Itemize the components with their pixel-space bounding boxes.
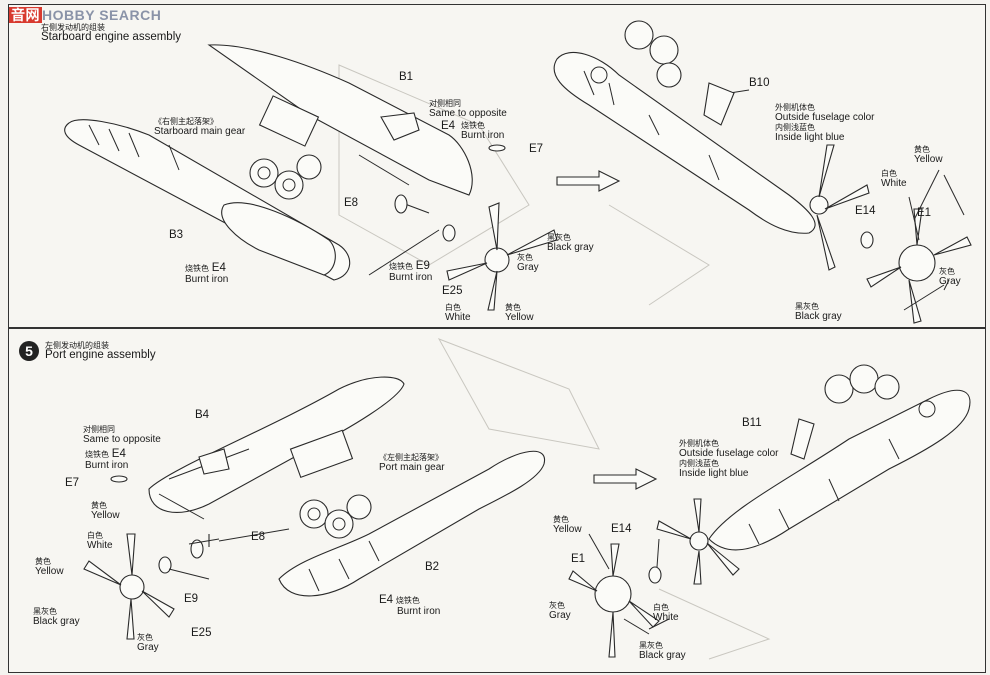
step5-illustration xyxy=(83,338,971,660)
step-arrow-2 xyxy=(593,468,658,490)
port-gear-label: 《左侧主起落架》Port main gear xyxy=(379,453,445,473)
step4-title: 右侧发动机的组装 Starboard engine assembly xyxy=(41,23,181,43)
part-e14-2: E14 xyxy=(611,523,632,535)
part-b3: B3 xyxy=(169,229,184,241)
part-e1-2: E1 xyxy=(571,553,586,565)
part-e7: E7 xyxy=(529,143,544,155)
nacelle-port-right xyxy=(708,389,971,551)
starboard-gear-label: 《右侧主起落架》Starboard main gear xyxy=(154,117,246,137)
part-e9-2: E9 xyxy=(184,593,199,605)
step-arrow xyxy=(556,170,621,192)
part-b2: B2 xyxy=(425,561,440,573)
part-e7-2: E7 xyxy=(65,477,80,489)
step-number: 5 xyxy=(19,341,39,361)
part-e25: E25 xyxy=(442,285,463,297)
part-e14: E14 xyxy=(855,205,876,217)
part-b11: B11 xyxy=(742,417,762,429)
part-b1: B1 xyxy=(399,71,414,83)
part-e8-2: E8 xyxy=(251,531,266,543)
step5-title: 左侧发动机的组装 Port engine assembly xyxy=(45,341,156,361)
nacelle-port xyxy=(278,450,546,597)
part-e25-2: E25 xyxy=(191,627,212,639)
part-e8: E8 xyxy=(344,197,359,209)
e4-top-label: E4 xyxy=(441,120,456,132)
engine-left xyxy=(221,202,336,276)
step4-illustration xyxy=(64,20,972,324)
wing-port xyxy=(148,376,405,513)
wing-left xyxy=(207,44,473,196)
nacelle-right xyxy=(553,51,816,234)
part-b4: B4 xyxy=(195,409,210,421)
part-b10: B10 xyxy=(749,77,770,89)
part-e1: E1 xyxy=(917,207,932,219)
